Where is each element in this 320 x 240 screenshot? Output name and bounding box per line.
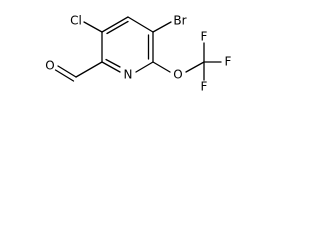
atom-br: Br	[173, 14, 186, 28]
atom-o-carbonyl: O	[45, 59, 54, 73]
bond-c6-o	[152, 61, 171, 73]
atom-f3: F	[201, 80, 208, 94]
atom-f1: F	[201, 30, 208, 44]
bond-cho-o	[57, 65, 77, 78]
bond-c6-n	[135, 61, 154, 73]
bond-n-c2-double	[105, 58, 121, 68]
bond-cho-o-double	[54, 69, 75, 82]
atom-n: N	[124, 68, 133, 82]
molecule-structure: Cl Br O N O F F F	[45, 14, 231, 94]
bond-c3-c4-double	[106, 20, 129, 35]
bond-c5-br	[152, 21, 172, 33]
bonds	[54, 16, 222, 82]
bond-n-c2	[101, 61, 121, 73]
bond-c2-cho	[75, 61, 103, 78]
bond-c3-c4	[101, 16, 129, 33]
bond-o-cf3	[185, 61, 205, 73]
atom-f2: F	[225, 55, 232, 69]
bond-c4-c5	[127, 16, 154, 33]
atom-labels: Cl Br O N O F F F	[45, 14, 231, 94]
atom-cl: Cl	[70, 14, 82, 28]
bond-c3-cl	[83, 21, 103, 33]
atom-o-ether: O	[173, 68, 182, 82]
molecule-canvas: Cl Br O N O F F F	[0, 0, 256, 98]
